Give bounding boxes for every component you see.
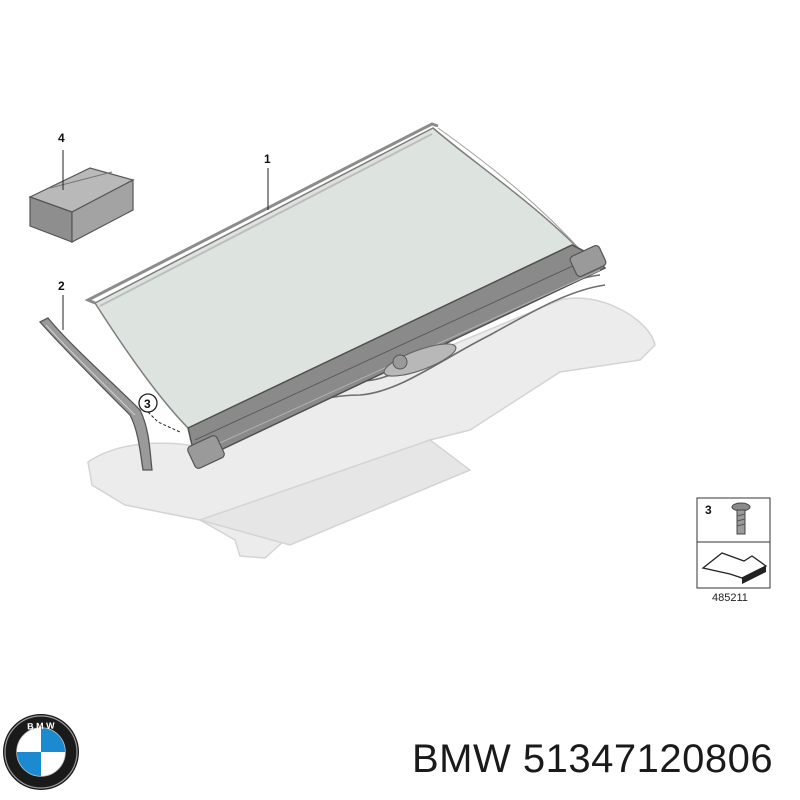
callout-4: 4 bbox=[58, 131, 65, 145]
callout-3: 3 bbox=[144, 397, 151, 411]
part-number: 51347120806 bbox=[522, 737, 774, 781]
svg-text:B M W: B M W bbox=[27, 721, 55, 732]
fastener-reference-number: 485211 bbox=[712, 592, 748, 604]
part-2-trim-strip bbox=[38, 317, 153, 471]
install-direction-icon bbox=[701, 552, 768, 584]
bmw-roundel-logo: B M W bbox=[3, 714, 79, 790]
part-4-component-box bbox=[28, 167, 135, 243]
bolt-icon bbox=[731, 502, 751, 535]
callout-1: 1 bbox=[264, 152, 271, 166]
fastener-reference-box: 3 485211 bbox=[696, 497, 771, 604]
brand-name: BMW bbox=[412, 737, 512, 781]
leader-lines bbox=[62, 150, 269, 433]
screen-cassette-housing bbox=[187, 244, 607, 469]
callout-3-circle bbox=[138, 393, 158, 413]
part-caption: BMW 51347120806 bbox=[412, 737, 773, 782]
fastener-callout: 3 bbox=[705, 503, 712, 517]
callout-2: 2 bbox=[58, 279, 65, 293]
